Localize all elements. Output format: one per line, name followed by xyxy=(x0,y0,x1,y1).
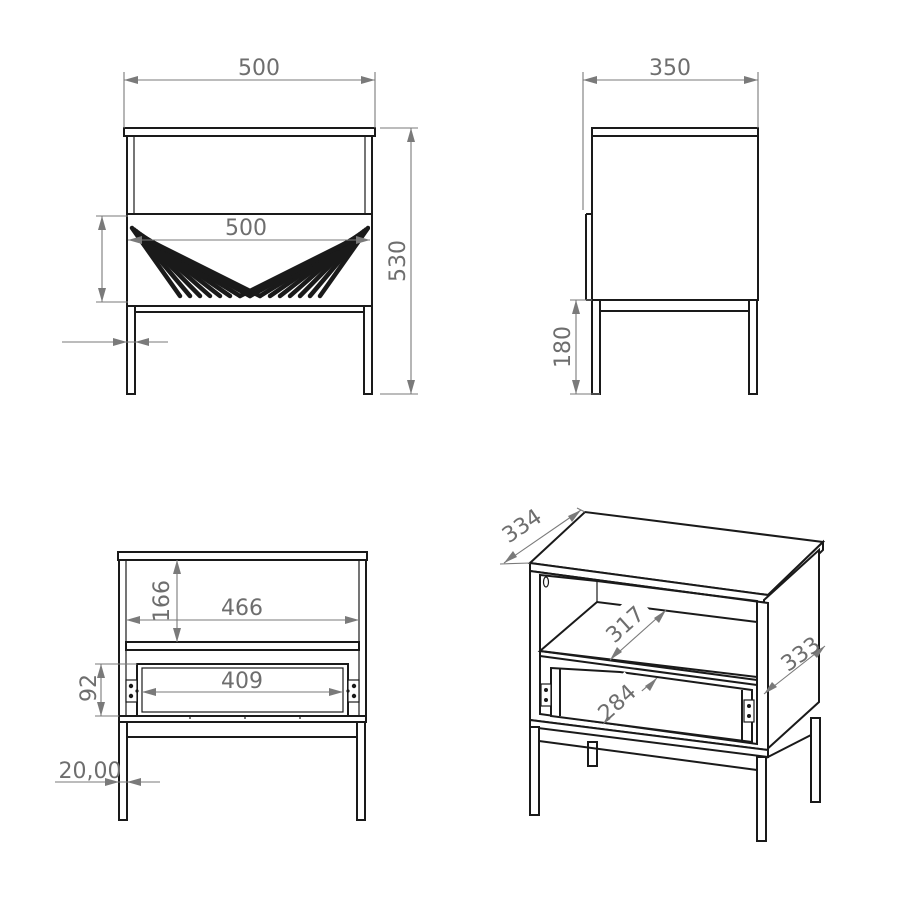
section-drawer-inner xyxy=(141,667,344,713)
arrowhead xyxy=(173,560,181,574)
iso-shelf-front-lower xyxy=(539,655,758,686)
arrowhead xyxy=(173,628,181,642)
iso-dim-top-depth-label: 334 xyxy=(498,505,547,549)
side-leg-back xyxy=(748,299,758,395)
section-top-board xyxy=(117,551,368,561)
iso-leg-front-right xyxy=(756,756,767,842)
section-dim-drawer-inner-width-label: 409 xyxy=(221,669,263,694)
arrowhead xyxy=(654,610,666,623)
iso-rail-right xyxy=(765,734,812,759)
arrowhead xyxy=(407,128,415,142)
side-dim-leg-height-label: 180 xyxy=(551,326,576,368)
arrowhead xyxy=(98,216,106,230)
label-bg xyxy=(601,593,655,645)
section-drawer-box xyxy=(136,663,349,717)
iso-shelf-front xyxy=(539,650,758,681)
arrowhead xyxy=(124,76,138,84)
front-dim-height-label: 530 xyxy=(386,240,411,282)
arrowhead xyxy=(126,616,140,624)
arrowhead xyxy=(128,236,142,244)
front-leg-right xyxy=(363,305,373,395)
arrowhead xyxy=(105,778,119,786)
iso-dim-top-depth-line xyxy=(503,509,582,564)
arrowhead xyxy=(407,380,415,394)
iso-dim-ext xyxy=(499,562,531,565)
arrowhead xyxy=(764,682,777,694)
label-bg xyxy=(222,216,272,238)
front-view: 500 500 530 xyxy=(62,56,418,395)
side-leg-front xyxy=(591,299,601,395)
label-bg xyxy=(593,671,645,723)
iso-runner-left xyxy=(540,683,552,707)
side-cabinet-body xyxy=(591,135,759,301)
arrowhead xyxy=(142,688,156,696)
side-top-board xyxy=(591,127,759,137)
arrowhead xyxy=(504,551,517,563)
arrowhead xyxy=(97,664,105,678)
iso-shelf xyxy=(537,600,758,679)
iso-bottom-board xyxy=(529,718,769,759)
section-leg-left xyxy=(118,721,128,821)
arrowhead xyxy=(113,338,127,346)
arrowhead xyxy=(356,236,370,244)
iso-rail-front xyxy=(538,740,758,771)
arrowhead xyxy=(127,778,141,786)
section-runner-left xyxy=(125,679,139,703)
arrowhead xyxy=(583,76,597,84)
side-view: 350 180 xyxy=(551,56,759,395)
arrowhead xyxy=(610,647,622,660)
section-runner-right xyxy=(346,679,360,703)
drawer-slat xyxy=(237,237,355,299)
arrowhead xyxy=(572,300,580,314)
arrowhead xyxy=(744,76,758,84)
front-dim-top-width-label: 500 xyxy=(238,56,280,81)
iso-leg-back-right xyxy=(810,717,821,803)
isometric-view: 334 317 284 333 xyxy=(498,505,826,842)
iso-runner-right xyxy=(743,699,755,723)
section-dim-leg-offset-label: 20,00 xyxy=(59,759,122,784)
iso-leg-back-left xyxy=(587,741,598,767)
section-leg-right xyxy=(356,721,366,821)
section-shelf xyxy=(125,641,360,651)
side-dim-depth-label: 350 xyxy=(649,56,691,81)
section-dim-inner-width-label: 466 xyxy=(221,596,263,621)
section-dim-shelf-height-label: 166 xyxy=(150,580,175,622)
iso-hole xyxy=(542,576,550,588)
arrowhead xyxy=(345,616,359,624)
section-dim-drawer-height-label: 92 xyxy=(77,674,102,702)
section-view: 166 466 409 92 20,00 xyxy=(55,551,368,821)
left-slat-group xyxy=(129,225,263,299)
drawer-slat xyxy=(145,237,263,299)
front-dim-drawer-width-label: 500 xyxy=(225,216,267,241)
arrowhead xyxy=(568,510,581,522)
front-top-board xyxy=(123,127,376,137)
arrowhead xyxy=(572,380,580,394)
iso-leg-front-left xyxy=(529,726,540,816)
arrowhead xyxy=(812,646,825,658)
arrowhead xyxy=(97,702,105,716)
front-leg-left xyxy=(126,305,136,395)
arrowhead xyxy=(98,288,106,302)
arrowhead xyxy=(361,76,375,84)
arrowhead xyxy=(645,678,657,691)
arrowhead xyxy=(329,688,343,696)
arrowhead xyxy=(135,338,149,346)
